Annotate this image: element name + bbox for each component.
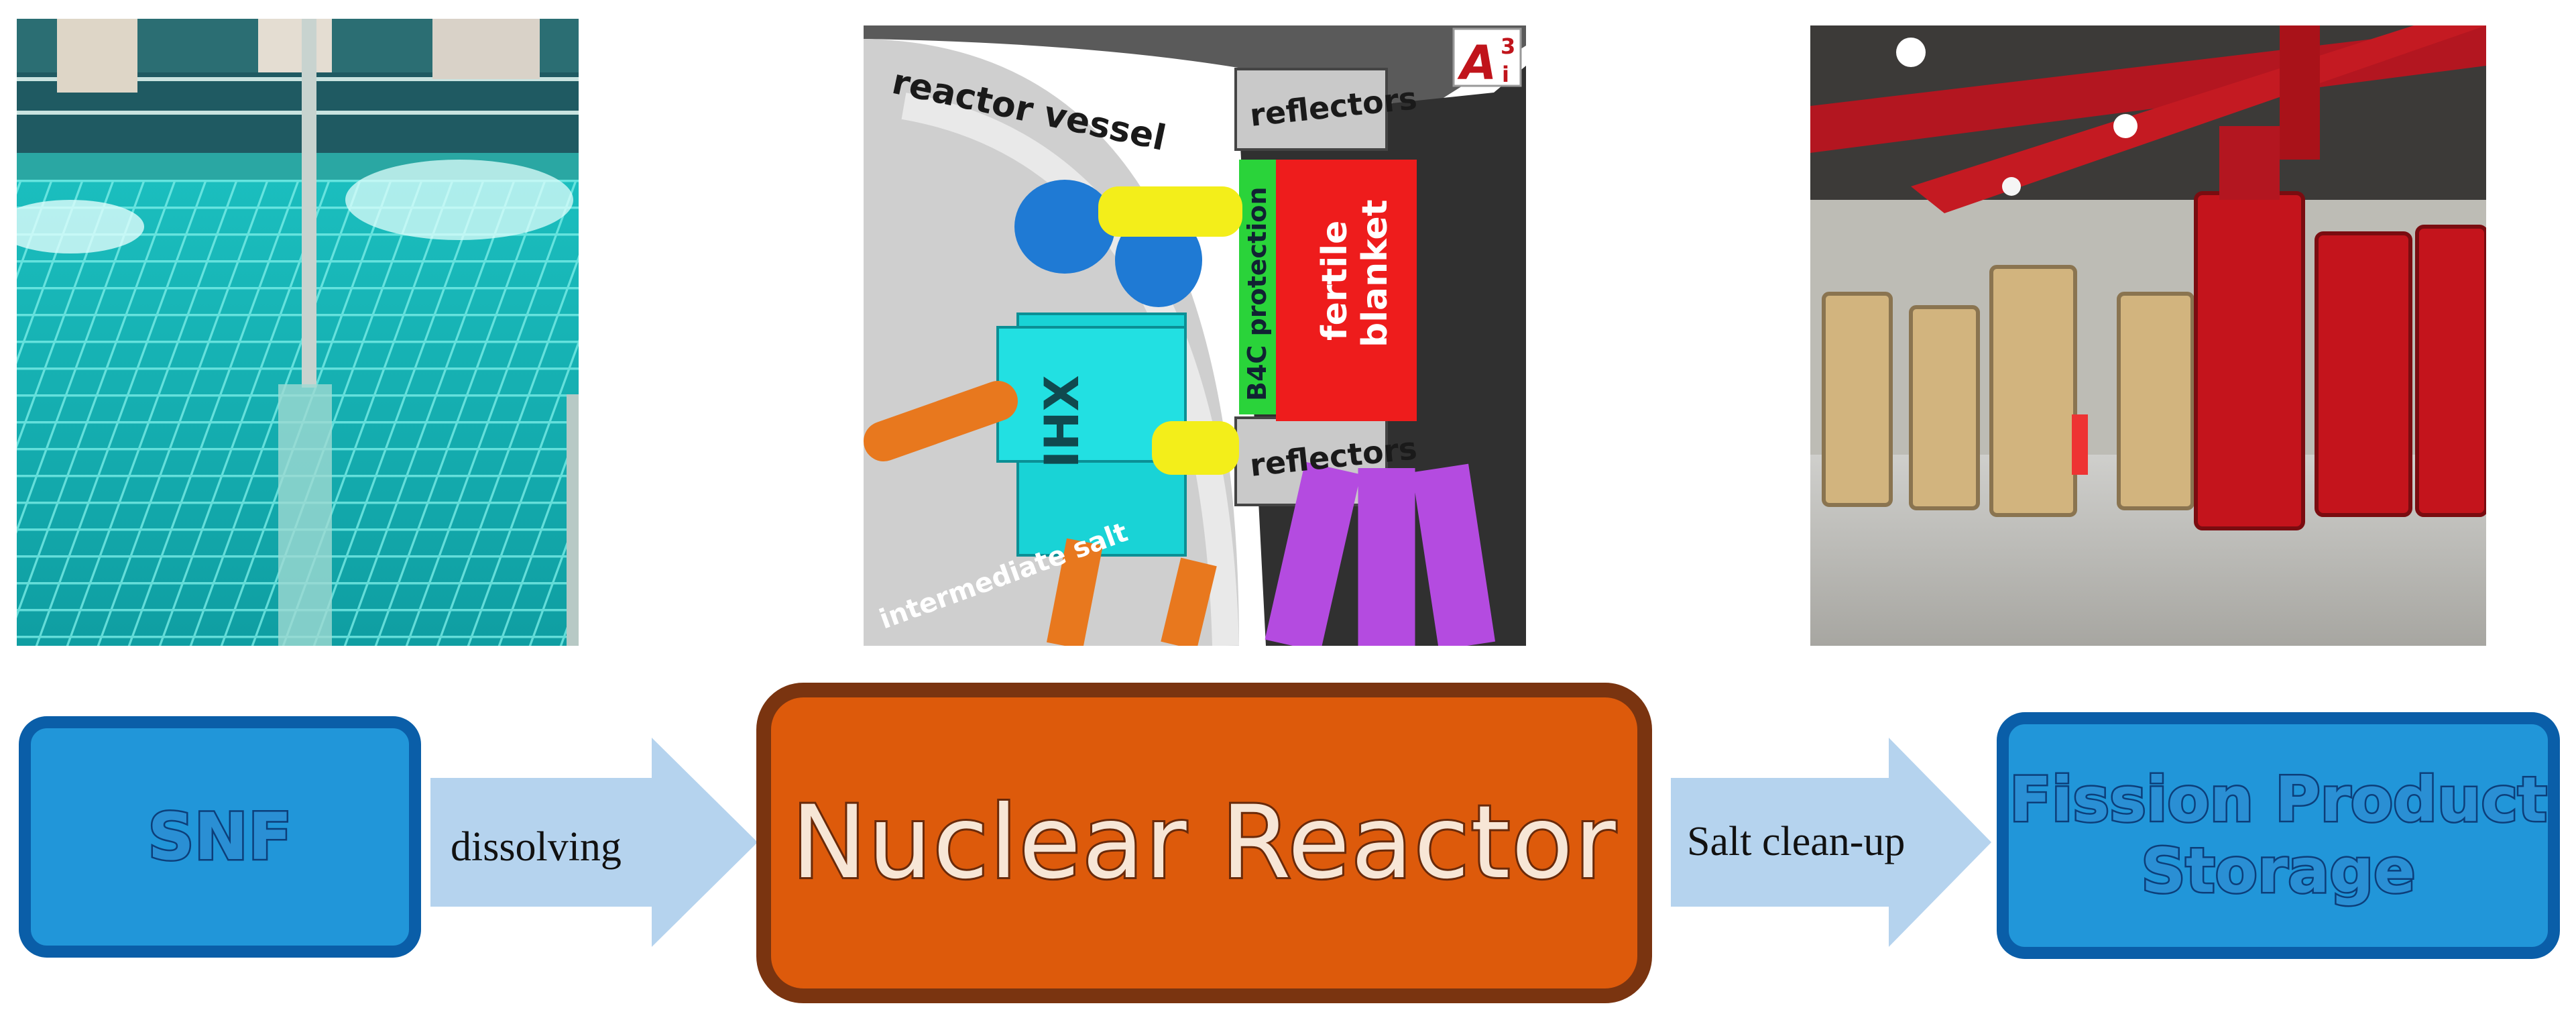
ihx-label: IHX: [1035, 375, 1090, 468]
storage-label-line1: Fission Product: [2007, 762, 2549, 837]
b4c-protection-label: B4C protection: [1242, 187, 1272, 401]
dissolving-label: dissolving: [451, 824, 622, 870]
storage-hall-photo: [1810, 25, 2486, 646]
a3i-logo-letter: A: [1457, 36, 1497, 91]
blanket-label: blanket: [1355, 200, 1395, 347]
a3i-logo-sub: i: [1502, 62, 1509, 87]
fission-product-storage-box: Fission Product Storage: [1997, 712, 2560, 959]
dissolving-arrow: [430, 738, 758, 947]
reactor-schematic-image: reactor vessel reflectors reflectors B4C…: [864, 25, 1526, 646]
nuclear-reactor-label: Nuclear Reactor: [789, 783, 1617, 903]
snf-box: SNF: [19, 716, 421, 958]
spent-fuel-pool-photo: [17, 19, 579, 646]
snf-label: SNF: [146, 798, 294, 876]
fertile-label: fertile: [1315, 221, 1355, 341]
a3i-logo-sup: 3: [1501, 34, 1515, 59]
salt-cleanup-arrow: [1671, 738, 1991, 947]
nuclear-reactor-box: Nuclear Reactor: [756, 683, 1652, 1003]
salt-cleanup-label: Salt clean-up: [1687, 819, 1906, 864]
storage-label-line2: Storage: [2140, 834, 2417, 908]
